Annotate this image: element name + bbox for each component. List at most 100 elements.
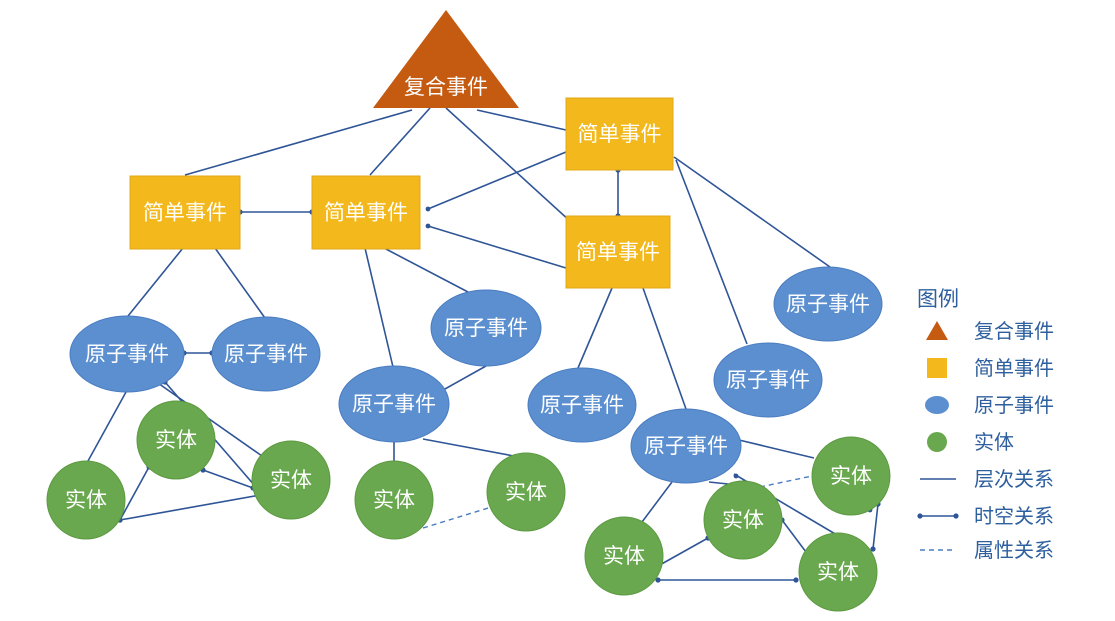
- simple-event-label: 简单事件: [143, 201, 227, 225]
- simple-event-label: 简单事件: [578, 122, 662, 146]
- circle-icon: [927, 432, 947, 452]
- legend-label: 原子事件: [974, 393, 1054, 417]
- legend-item-attribute: 属性关系: [920, 538, 1054, 562]
- hierarchy-edge: [641, 481, 673, 523]
- triangle-icon: [926, 321, 948, 340]
- atomic-event-node: 原子事件: [211, 316, 321, 392]
- entity-node: 实体: [703, 480, 783, 560]
- simple-event-label: 简单事件: [576, 240, 660, 264]
- spatiotemporal-edge: [657, 537, 709, 567]
- legend-label: 时空关系: [974, 504, 1054, 528]
- hierarchy-edge: [427, 225, 567, 269]
- ellipse-icon: [925, 396, 949, 414]
- circle-shape: [811, 436, 891, 516]
- entity-label: 实体: [155, 428, 197, 452]
- circle-shape: [251, 440, 331, 520]
- ellipse-shape: [713, 342, 823, 418]
- atomic-event-node: 原子事件: [338, 365, 450, 443]
- attribute-edge: [759, 475, 813, 488]
- legend-label: 层次关系: [974, 467, 1054, 491]
- simple-event-node: 简单事件: [129, 175, 241, 250]
- entity-node: 实体: [584, 516, 664, 596]
- hierarchy-edge: [427, 151, 567, 210]
- spatiotemporal-edge: [202, 469, 254, 489]
- edge-endpoint-dot: [917, 513, 923, 519]
- spatiotemporal-edge: [872, 503, 879, 550]
- triangle-shape: [373, 10, 519, 108]
- hierarchy-edge: [642, 287, 687, 410]
- circle-shape: [798, 532, 878, 612]
- entity-node: 实体: [251, 440, 331, 520]
- entity-node: 实体: [811, 436, 891, 516]
- nodes: 复合事件简单事件简单事件简单事件简单事件原子事件原子事件原子事件原子事件原子事件…: [46, 10, 891, 612]
- entity-label: 实体: [65, 488, 107, 512]
- attribute-edge: [422, 504, 499, 529]
- atomic-event-label: 原子事件: [352, 392, 436, 416]
- legend-item-spatiotemporal: 时空关系: [917, 504, 1054, 528]
- spatiotemporal-edge: [119, 493, 267, 521]
- entity-node: 实体: [486, 452, 566, 532]
- edge-endpoint-dot: [793, 577, 799, 583]
- hierarchy-edge: [675, 159, 748, 345]
- ellipse-shape: [338, 365, 450, 443]
- ellipse-shape: [430, 289, 542, 367]
- ellipse-shape: [527, 367, 637, 443]
- atomic-event-label: 原子事件: [444, 316, 528, 340]
- ellipse-shape: [773, 266, 883, 342]
- atomic-event-node: 原子事件: [430, 289, 542, 367]
- hierarchy-edge: [87, 391, 127, 462]
- edge-endpoint-dot: [733, 473, 739, 479]
- atomic-event-node: 原子事件: [713, 342, 823, 418]
- entity-label: 实体: [270, 468, 312, 492]
- rect-shape: [311, 175, 421, 250]
- entity-label: 实体: [817, 560, 859, 584]
- atomic-event-node: 原子事件: [527, 367, 637, 443]
- spatiotemporal-edge: [119, 466, 150, 521]
- ellipse-shape: [630, 408, 742, 484]
- edge-endpoint-dot: [425, 223, 431, 229]
- edge-endpoint-dot: [655, 577, 661, 583]
- legend-label: 复合事件: [974, 319, 1054, 343]
- hierarchy-edge: [184, 109, 413, 176]
- legend-item-atomic: 原子事件: [925, 393, 1054, 417]
- entity-label: 实体: [722, 508, 764, 532]
- legend-title: 图例: [917, 287, 959, 311]
- hierarchy-edge: [383, 247, 469, 293]
- edge-endpoint-dot: [953, 513, 959, 519]
- atomic-event-node: 原子事件: [630, 408, 742, 484]
- hierarchy-edge: [214, 247, 266, 319]
- rect-shape: [565, 215, 671, 289]
- hierarchy-edge: [369, 107, 431, 176]
- legend-item-hierarchy: 层次关系: [920, 467, 1054, 491]
- entity-node: 实体: [798, 532, 878, 612]
- ellipse-shape: [69, 315, 185, 393]
- legend-item-entity: 实体: [927, 430, 1014, 454]
- hierarchy-edge: [445, 107, 583, 233]
- atomic-event-label: 原子事件: [540, 393, 624, 417]
- legend-item-simple: 简单事件: [927, 356, 1054, 380]
- hierarchy-edge: [738, 439, 815, 459]
- hierarchy-edge: [127, 247, 184, 317]
- hierarchy-edge: [476, 109, 567, 131]
- hierarchy-edge: [577, 287, 613, 369]
- circle-shape: [354, 460, 434, 540]
- rect-shape: [565, 97, 674, 171]
- legend-label: 属性关系: [974, 538, 1054, 562]
- edges: [87, 107, 881, 583]
- entity-label: 实体: [373, 488, 415, 512]
- circle-shape: [136, 400, 216, 480]
- entity-node: 实体: [136, 400, 216, 480]
- circle-shape: [584, 516, 664, 596]
- entity-node: 实体: [46, 460, 126, 540]
- legend-label: 实体: [974, 430, 1014, 454]
- legend-item-complex: 复合事件: [926, 319, 1054, 343]
- atomic-event-label: 原子事件: [224, 342, 308, 366]
- atomic-event-node: 原子事件: [773, 266, 883, 342]
- atomic-event-node: 原子事件: [69, 315, 185, 393]
- circle-shape: [46, 460, 126, 540]
- circle-shape: [703, 480, 783, 560]
- simple-event-node: 简单事件: [565, 215, 671, 289]
- simple-event-node: 简单事件: [311, 175, 421, 250]
